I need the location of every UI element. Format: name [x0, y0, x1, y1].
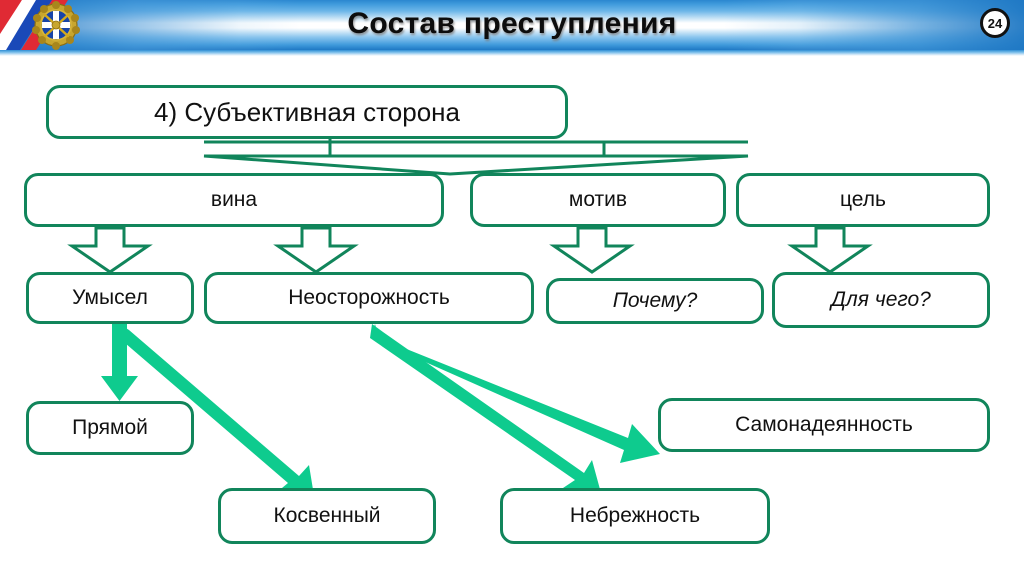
- edge-negligence-to-selfconfidence: [371, 324, 660, 463]
- edge-goal-to-whatfor: [787, 226, 873, 274]
- edge-intent-to-indirect: [116, 322, 316, 508]
- node-direct-label: Прямой: [72, 416, 148, 439]
- node-indirect[interactable]: Косвенный: [218, 488, 436, 544]
- node-direct[interactable]: Прямой: [26, 401, 194, 455]
- node-negligence-group-label: Неосторожность: [288, 286, 450, 309]
- node-what-for-label: Для чего?: [831, 288, 931, 311]
- node-self-confidence[interactable]: Самонадеянность: [658, 398, 990, 452]
- header-gradient-right: [724, 0, 1024, 50]
- node-guilt-label: вина: [210, 188, 258, 211]
- russian-state-emblem-icon: [0, 0, 126, 50]
- edge-motive-to-why: [549, 226, 635, 274]
- edge-negligence-to-carelessness: [370, 324, 604, 504]
- page-title: Состав преступления: [347, 7, 677, 40]
- header-bottom-stripe: [0, 50, 1024, 56]
- edge-guilt-to-negligence: [273, 226, 359, 274]
- page-number-badge: 24: [980, 8, 1010, 38]
- node-motive[interactable]: мотив: [470, 173, 726, 227]
- node-indirect-label: Косвенный: [273, 504, 381, 527]
- node-subjective-side[interactable]: 4) Субъективная сторона: [46, 85, 568, 139]
- node-what-for[interactable]: Для чего?: [772, 272, 990, 328]
- flowchart-connectors: .ln { stroke:#11855b; stroke-width:3; fi…: [67, 121, 873, 508]
- node-goal-label: цель: [840, 188, 886, 211]
- node-carelessness[interactable]: Небрежность: [500, 488, 770, 544]
- flowchart: .ln { stroke:#11855b; stroke-width:3; fi…: [0, 56, 1024, 574]
- slide-header: Состав преступления 24: [0, 0, 1024, 50]
- edge-intent-to-direct: [101, 324, 138, 401]
- node-self-confidence-label: Самонадеянность: [735, 413, 913, 436]
- node-negligence-group[interactable]: Неосторожность: [204, 272, 534, 324]
- node-goal[interactable]: цель: [736, 173, 990, 227]
- node-carelessness-label: Небрежность: [569, 504, 701, 527]
- node-why[interactable]: Почему?: [546, 278, 764, 324]
- node-subjective-side-label: 4) Субъективная сторона: [154, 96, 460, 127]
- node-why-label: Почему?: [612, 289, 698, 312]
- edge-guilt-to-intent: [67, 226, 153, 274]
- node-motive-label: мотив: [568, 188, 628, 211]
- node-intent[interactable]: Умысел: [26, 272, 194, 324]
- node-intent-label: Умысел: [72, 286, 148, 309]
- node-guilt[interactable]: вина: [24, 173, 444, 227]
